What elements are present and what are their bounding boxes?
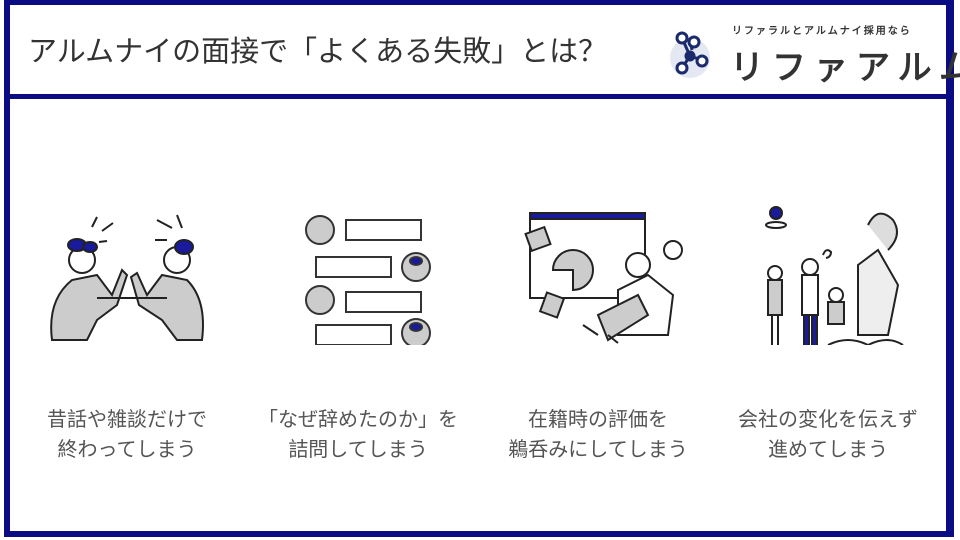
logo-tagline: リファラルとアルムナイ採用なら [732, 26, 912, 37]
frustrated-person-illustration [524, 212, 683, 344]
logo-name: リファアルム [730, 48, 960, 88]
confused-people-ruins-illustration [765, 206, 904, 345]
failure-caption-3: 在籍時の評価を鵜呑みにしてしまう [483, 404, 713, 464]
page-title: アルムナイの面接で「よくある失敗」とは？ [28, 34, 608, 68]
caption-line: 進めてしまう [768, 437, 888, 461]
caption-line: 昔話や雑談だけで [47, 407, 207, 431]
caption-line: 会社の変化を伝えず [738, 407, 918, 431]
logo-mark-icon [670, 31, 710, 78]
caption-line: 在籍時の評価を [528, 407, 668, 431]
caption-line: 「なぜ辞めたのか」を [258, 407, 458, 431]
failure-card-3 [488, 195, 708, 345]
failure-card-1 [17, 195, 237, 345]
two-people-chatting-illustration [50, 214, 204, 341]
slide-frame [4, 0, 954, 537]
brand-logo: リファラルとアルムナイ採用なら リファアルム [660, 18, 960, 88]
header-divider [4, 94, 954, 99]
failure-card-4 [718, 195, 938, 345]
failure-card-2 [246, 195, 466, 345]
caption-line: 詰問してしまう [288, 437, 428, 461]
caption-line: 終わってしまう [57, 437, 197, 461]
caption-line: 鵜呑みにしてしまう [508, 437, 688, 461]
failure-caption-2: 「なぜ辞めたのか」を詰問してしまう [243, 404, 473, 464]
failure-caption-4: 会社の変化を伝えず進めてしまう [713, 404, 943, 464]
interview-dialogue-illustration [305, 215, 431, 345]
failure-caption-1: 昔話や雑談だけで終わってしまう [12, 404, 242, 464]
